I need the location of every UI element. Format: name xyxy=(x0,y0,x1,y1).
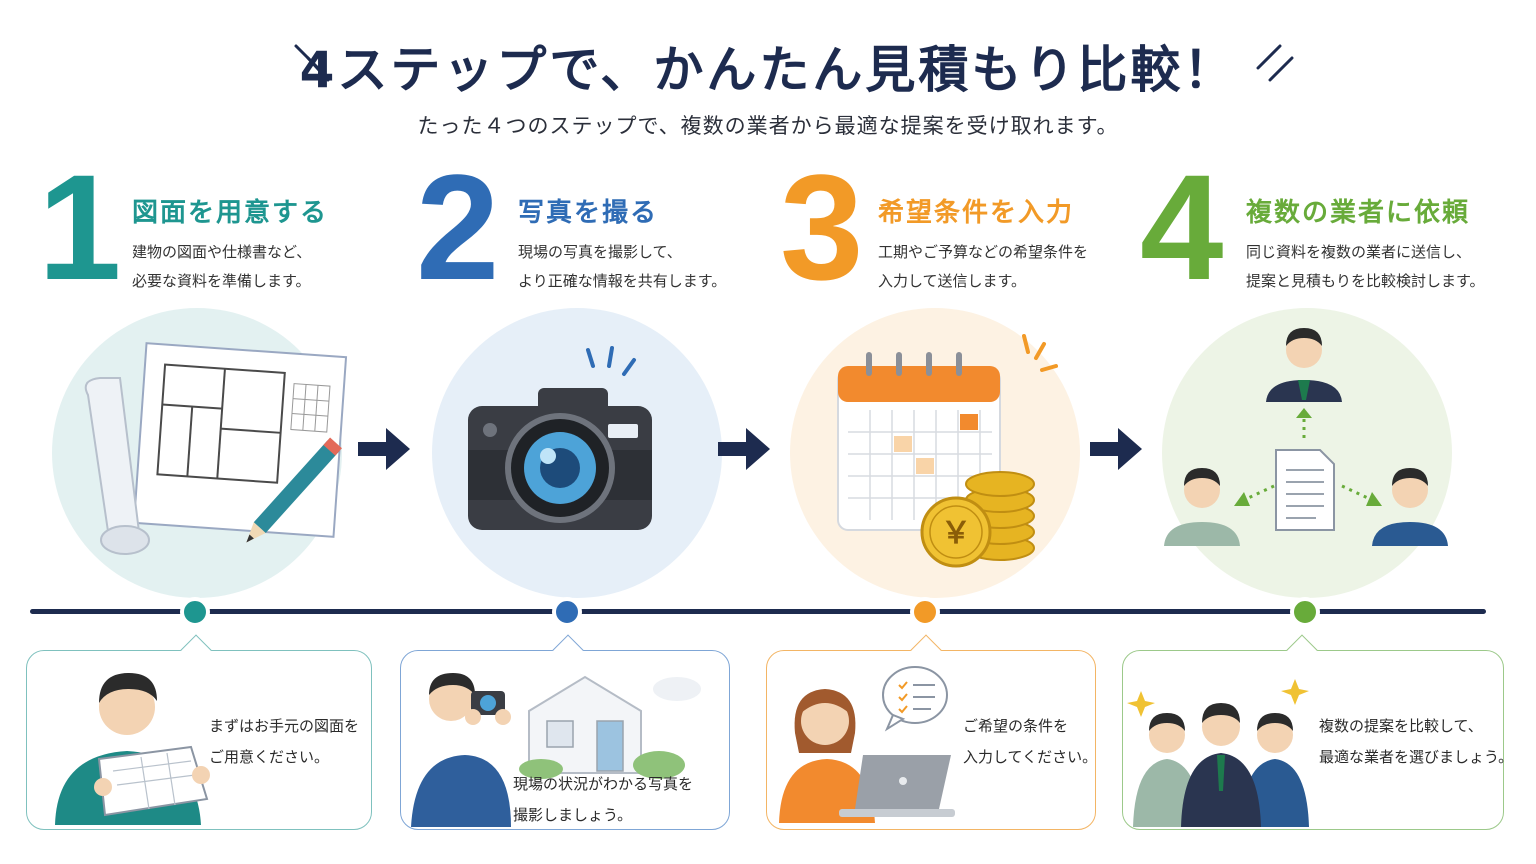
step-3-card: ご希望の条件を入力してください。 xyxy=(766,634,1098,830)
timeline-dot-4 xyxy=(1290,597,1320,627)
step-2-card-text: 現場の状況がわかる写真を撮影しましょう。 xyxy=(513,775,694,824)
person-photographing-house-icon xyxy=(411,673,701,827)
step-3-number: 3 xyxy=(780,143,864,311)
step-4-card: 複数の提案を比較して、最適な業者を選びましょう。 xyxy=(1122,634,1513,830)
step-2-description: 現場の写真を撮影して、より正確な情報を共有します。 xyxy=(518,243,727,290)
title-deco-right-icon xyxy=(1256,44,1294,82)
step-3-description: 工期やご予算などの希望条件を入力して送信します。 xyxy=(878,243,1089,290)
yen-symbol: ￥ xyxy=(941,516,971,551)
person-with-laptop-icon xyxy=(779,666,955,823)
step-1-number: 1 xyxy=(38,143,122,311)
page-title: 4ステップで、かんたん見積もり比較！ xyxy=(299,41,1237,99)
step-1-card-text: まずはお手元の図面をご用意ください。 xyxy=(209,717,360,766)
step-arrow-2-icon xyxy=(718,428,770,470)
page-subtitle: たった４つのステップで、複数の業者から最適な提案を受け取れます。 xyxy=(417,114,1119,138)
step-1-card: まずはお手元の図面をご用意ください。 xyxy=(26,634,372,830)
step-1-description: 建物の図面や仕様書など、必要な資料を準備します。 xyxy=(132,243,312,290)
step-3-title: 希望条件を入力 xyxy=(878,198,1075,228)
title-deco-left-icon xyxy=(294,44,330,82)
timeline-bar xyxy=(30,609,1486,614)
timeline-dot-1 xyxy=(180,597,210,627)
blueprint-icon xyxy=(84,342,348,555)
step-3-header: 3 希望条件を入力 工期やご予算などの希望条件を入力して送信します。 xyxy=(780,143,1160,311)
step-2-number: 2 xyxy=(416,143,500,311)
step-4-header: 4 複数の業者に依頼 同じ資料を複数の業者に送信し、提案と見積もりを比較検討しま… xyxy=(1140,143,1520,311)
camera-icon xyxy=(468,346,652,530)
step-2-title: 写真を撮る xyxy=(518,198,659,228)
person-with-blueprint-icon xyxy=(55,673,210,825)
step-arrow-3-icon xyxy=(1090,428,1142,470)
step-4-title: 複数の業者に依頼 xyxy=(1246,198,1471,228)
step-4-card-text: 複数の提案を比較して、最適な業者を選びましょう。 xyxy=(1319,717,1514,766)
step-4-number: 4 xyxy=(1140,143,1224,311)
step-arrow-1-icon xyxy=(358,428,410,470)
three-contractors-icon xyxy=(1127,679,1309,827)
step-1-header: 1 図面を用意する 建物の図面や仕様書など、必要な資料を準備します。 xyxy=(38,143,418,311)
step-2-header: 2 写真を撮る 現場の写真を撮影して、より正確な情報を共有します。 xyxy=(416,143,796,311)
timeline-dot-2 xyxy=(552,597,582,627)
step-4-description: 同じ資料を複数の業者に送信し、提案と見積もりを比較検討します。 xyxy=(1246,243,1485,290)
step-2-card: 現場の状況がわかる写真を撮影しましょう。 xyxy=(400,634,730,830)
step-1-title: 図面を用意する xyxy=(132,198,329,228)
timeline-dot-3 xyxy=(910,597,940,627)
calendar-coins-icon: ￥ xyxy=(837,334,1058,568)
step-3-card-text: ご希望の条件を入力してください。 xyxy=(963,717,1098,766)
contractors-network-icon xyxy=(1164,328,1448,546)
